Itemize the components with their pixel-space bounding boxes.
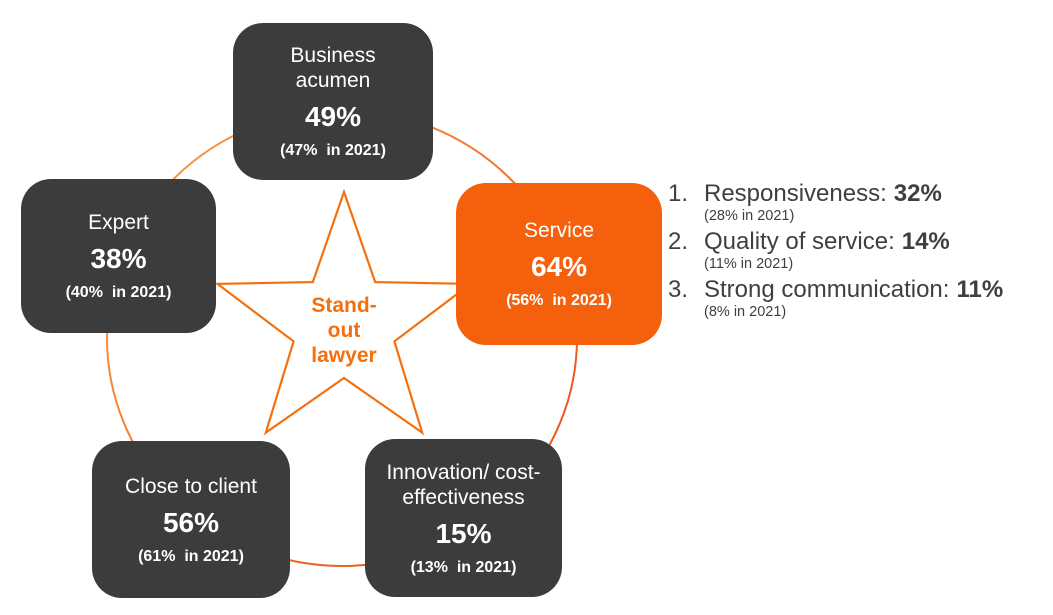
list-item-label: Responsiveness: (704, 180, 887, 207)
list-item-value: 32% (893, 180, 942, 207)
star-icon (214, 188, 474, 436)
service-breakdown-list: 1. Responsiveness:32% (28% in 2021) 2. Q… (668, 181, 1050, 325)
list-item-prior-year-value: (8% in 2021) (704, 304, 787, 320)
list-item: 3. Strong communication:11% (8% in 2021) (668, 277, 1050, 322)
node-value: 38% (90, 243, 147, 274)
list-item-prior-year-value: (28% in 2021) (704, 208, 795, 224)
node-label: Expert (88, 211, 149, 234)
node-business-acumen: Business acumen 49% (47% in 2021) (233, 23, 433, 180)
node-value: 15% (435, 517, 492, 549)
node-close-to-client: Close to client 56% (61% in 2021) (92, 441, 290, 598)
node-value: 49% (304, 101, 362, 132)
list-item-label: Strong communication: (704, 276, 950, 303)
list-item-number: 1. (668, 180, 689, 207)
node-service: Service 64% (56% in 2021) (456, 183, 662, 345)
node-prior-year-value: (56% in 2021) (506, 292, 612, 309)
node-prior-year-value: (61% in 2021) (138, 547, 244, 565)
node-value: 56% (162, 506, 220, 538)
node-prior-year-value: (40% in 2021) (65, 284, 172, 301)
node-label: Innovation/ cost-effectiveness (386, 460, 541, 509)
node-prior-year-value: (13% in 2021) (410, 558, 517, 576)
list-item-prior-year-value: (11% in 2021) (704, 256, 794, 272)
list-item: 1. Responsiveness:32% (28% in 2021) (668, 181, 1050, 226)
list-item-value: 11% (956, 276, 1004, 303)
list-item: 2. Quality of service:14% (11% in 2021) (668, 229, 1050, 274)
star-label-line: lawyer (311, 344, 377, 367)
list-item-label: Quality of service: (704, 228, 895, 255)
node-label: Business acumen (290, 44, 376, 92)
node-value: 64% (530, 251, 588, 282)
list-item-number: 3. (668, 276, 689, 303)
star-label-line: out (327, 319, 361, 342)
list-item-value: 14% (901, 228, 950, 255)
node-innovation-cost-effectiveness: Innovation/ cost-effectiveness 15% (13% … (365, 439, 562, 597)
list-item-number: 2. (668, 228, 689, 255)
node-prior-year-value: (47% in 2021) (280, 142, 386, 159)
node-label: Service (523, 219, 595, 242)
star-label-line: Stand- (311, 294, 377, 317)
star-center-label: Stand- out lawyer (284, 293, 404, 368)
node-label: Close to client (125, 474, 257, 498)
node-expert: Expert 38% (40% in 2021) (21, 179, 216, 333)
